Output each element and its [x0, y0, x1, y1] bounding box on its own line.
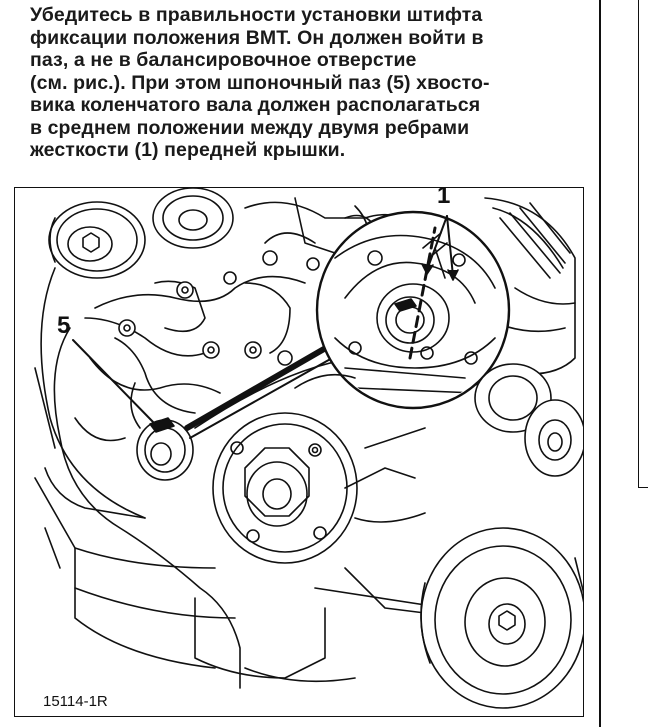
block-details [34, 367, 426, 569]
instruction-line: паз, а не в балансировочное отверстие [30, 49, 417, 71]
cover-bolts [118, 271, 293, 366]
callout-1: 1 [437, 187, 451, 209]
instruction-line: (см. рис.). При этом шпоночный паз (5) х… [30, 71, 490, 94]
page-divider [599, 0, 601, 727]
belt [40, 267, 146, 519]
side-column-frame [638, 0, 648, 488]
instruction-line: Убедитесь в правильности установки штифт… [30, 4, 483, 26]
engine-illustration: 5 1 15114-1R [14, 187, 584, 717]
zoom-detail [315, 210, 511, 410]
water-pump-pulley [212, 412, 358, 564]
callout-5: 5 [57, 312, 71, 339]
idler-pulley-top-left [48, 201, 146, 279]
leader-line-1b [446, 215, 454, 277]
oil-pan [34, 467, 466, 683]
instruction-line: фиксации положения ВМТ. Он должен войти … [30, 26, 484, 49]
figure-reference: 15114-1R [43, 693, 108, 710]
instruction-line: жесткости (1) передней крышки. [30, 139, 346, 161]
compressor-pulley [420, 527, 583, 709]
leader-line-5 [72, 339, 156, 425]
upper-pulley [152, 188, 234, 249]
instruction-line: вика коленчатого вала должен располагать… [30, 94, 481, 116]
crankshaft-nose [130, 382, 194, 481]
zoom-pointer [184, 335, 346, 431]
leader-line-1a [426, 215, 448, 271]
instruction-line: в среднем положении между двумя ребрами [30, 116, 470, 139]
engine-drawing [34, 188, 583, 709]
instruction-text: Убедитесь в правильности установки штифт… [30, 4, 590, 162]
front-cover [53, 275, 306, 689]
right-pulleys [474, 363, 583, 477]
